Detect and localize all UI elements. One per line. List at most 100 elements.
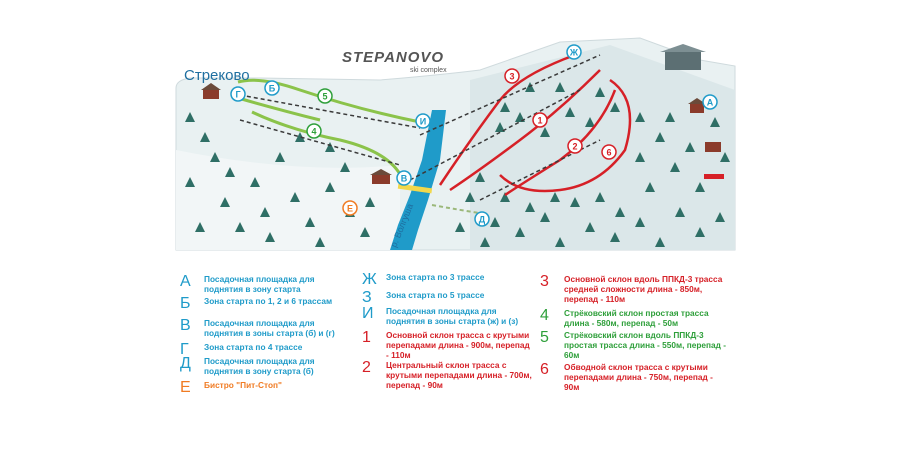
marker-5[interactable]: 5: [317, 88, 333, 104]
tree-icon: [645, 182, 655, 192]
lodge-building: [660, 44, 706, 70]
trail-5: [237, 78, 421, 124]
marker-circle: [532, 112, 548, 128]
river: [390, 110, 446, 250]
marker-Е[interactable]: Е: [342, 200, 358, 216]
marker-3[interactable]: 3: [504, 68, 520, 84]
tree-icon: [525, 202, 535, 212]
marker-circle: [702, 94, 718, 110]
legend-text: Основной склон вдоль ППКД-3 трасса средн…: [564, 274, 723, 304]
legend-letter: И: [362, 305, 374, 322]
legend-letter: 1: [362, 329, 371, 346]
marker-circle: [317, 88, 333, 104]
marker-label: 4: [311, 126, 316, 136]
tree-icon: [655, 237, 665, 247]
tree-icon: [715, 212, 725, 222]
legend-letter: Г: [180, 341, 189, 358]
tree-icon: [325, 142, 335, 152]
house-4: [705, 142, 721, 152]
marker-label: Г: [235, 89, 240, 99]
legend-letter: Е: [180, 379, 191, 396]
legend-letter: 5: [540, 329, 549, 346]
marker-Ж[interactable]: Ж: [566, 44, 582, 60]
tree-icon: [595, 192, 605, 202]
lift-5: [479, 139, 601, 201]
marker-circle: [306, 123, 322, 139]
legend-letter: 6: [540, 361, 549, 378]
tree-icon: [565, 107, 575, 117]
legend-letter: 3: [540, 273, 549, 290]
marker-circle: [396, 170, 412, 186]
tree-icon: [570, 197, 580, 207]
marker-1[interactable]: 1: [532, 112, 548, 128]
legend-text: Посадочная площадка для поднятия в зону …: [204, 356, 315, 376]
tree-icon: [695, 182, 705, 192]
marker-label: Б: [269, 83, 276, 93]
ski-map: Стреково STEPANOVO ski complex р. Волгуш…: [175, 37, 736, 251]
tree-icon: [610, 102, 620, 112]
legend-text: Зона старта по 1, 2 и 6 трассам: [204, 296, 333, 306]
marker-circle: [601, 144, 617, 160]
legend-text: Центральный склон трасса с крутыми переп…: [386, 360, 532, 390]
tree-icon: [720, 152, 730, 162]
map-markers: А Б В Г Д Е Ж И 1 2 3 4 5 6: [230, 44, 718, 227]
tree-icon: [200, 132, 210, 142]
legend-letter: Д: [180, 355, 191, 372]
marker-circle: [567, 138, 583, 154]
trail-4b: [237, 96, 321, 122]
tree-icon: [635, 217, 645, 227]
marker-circle: [566, 44, 582, 60]
legend-letter: А: [180, 273, 191, 290]
marker-label: А: [707, 97, 714, 107]
house-3: [688, 98, 706, 113]
legend-text: Зона старта по 3 трассе: [386, 272, 485, 282]
tree-icon: [595, 87, 605, 97]
tree-icon: [185, 177, 195, 187]
tree-icon: [295, 132, 305, 142]
tree-icon: [475, 172, 485, 182]
tree-icon: [185, 112, 195, 122]
slope-shading: [470, 45, 735, 250]
tree-icon: [500, 192, 510, 202]
tree-icon: [250, 177, 260, 187]
tree-icon: [670, 162, 680, 172]
ski-lifts: [239, 54, 601, 201]
tree-icon: [265, 232, 275, 242]
legend-text: Посадочная площадка для поднятия в зоны …: [204, 318, 335, 338]
logo: STEPANOVO ski complex: [342, 49, 447, 74]
marker-Г[interactable]: Г: [230, 86, 246, 102]
marker-В[interactable]: В: [396, 170, 412, 186]
tree-icon: [275, 152, 285, 162]
tree-icon: [515, 227, 525, 237]
legend-letter: З: [362, 289, 372, 306]
tree-icon: [500, 102, 510, 112]
tree-icon: [340, 162, 350, 172]
marker-2[interactable]: 2: [567, 138, 583, 154]
marker-6[interactable]: 6: [601, 144, 617, 160]
marker-label: Д: [479, 214, 486, 224]
legend-letter: 4: [540, 307, 549, 324]
tree-icon: [555, 237, 565, 247]
lift-3: [239, 94, 421, 129]
tree-icon: [540, 127, 550, 137]
marker-Д[interactable]: Д: [474, 211, 490, 227]
tree-icon: [195, 222, 205, 232]
tree-icon: [610, 232, 620, 242]
marker-circle: [230, 86, 246, 102]
marker-А[interactable]: А: [702, 94, 718, 110]
marker-circle: [264, 80, 280, 96]
tree-icon: [615, 207, 625, 217]
marker-4[interactable]: 4: [306, 123, 322, 139]
tree-icon: [235, 222, 245, 232]
house-2: [370, 169, 392, 184]
tree-icon: [360, 227, 370, 237]
tree-icon: [455, 222, 465, 232]
legend-letter: Ж: [362, 271, 377, 288]
marker-И[interactable]: И: [415, 113, 431, 129]
tree-icon: [210, 152, 220, 162]
marker-Б[interactable]: Б: [264, 80, 280, 96]
marker-label: 5: [322, 91, 327, 101]
marker-circle: [504, 68, 520, 84]
lift-1: [419, 54, 601, 136]
barrier: [704, 174, 724, 179]
